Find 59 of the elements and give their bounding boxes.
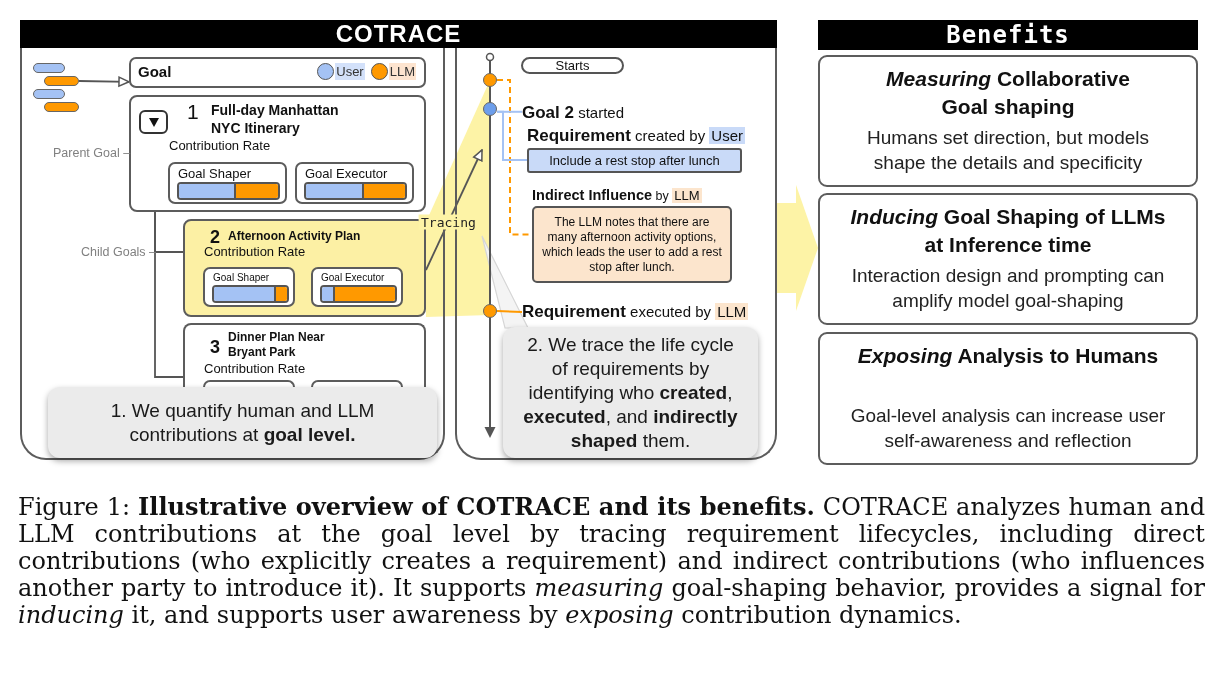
connector [154, 211, 184, 378]
card-text: Goal-level analysis can increase user self-awareness and reflection [849, 404, 1167, 453]
panel [20, 20, 777, 460]
note-box: The LLM notes that there are many afternoon activity options, which leads the user to add a rest stop after lunch. [532, 206, 732, 283]
goal-number: 2 [210, 226, 220, 247]
edge-label: Tracing [419, 214, 478, 230]
block-arrow [777, 184, 818, 311]
goal-title: Full-day Manhattan NYC Itinerary [211, 101, 340, 137]
card-heading: Exposing Analysis to Humans [857, 343, 1159, 369]
event-heading: Requirement created by User [527, 125, 745, 146]
goal-title: Dinner Plan Near Bryant Park [228, 330, 326, 360]
panel-title: COTRACE [335, 20, 462, 48]
legend-label: LLM [388, 63, 416, 80]
connector [496, 310, 523, 313]
message-stack-icon [33, 62, 79, 112]
legend-label: User [335, 63, 365, 80]
card-text: Humans set direction, but models shape the details and specificity [866, 126, 1150, 175]
arrow [78, 76, 130, 87]
rate-panel [168, 162, 287, 204]
event-heading: Indirect Influence by LLM [532, 186, 702, 205]
goal-card [183, 323, 426, 387]
benefit-card [818, 332, 1198, 465]
goal-header-box [129, 57, 426, 88]
rate-heading: Contribution Rate [204, 244, 306, 260]
figure-caption: Figure 1: Illustrative overview of COTRACE and its benefits. COTRACE analyzes human and LLM contributions at the goal level by tracing requirement lifecycles, including direct contributions (who explicitly creates a requirement) and indirect contributions (who influences another party to introduce it). It supports measuring goal-shaping behavior, provides a signal for inducing it, and supports user awareness by exposing contribution dynamics. [18, 493, 1205, 629]
goal-card [129, 95, 426, 212]
rate-panel [203, 267, 295, 307]
side-label: Parent Goal – [53, 145, 131, 161]
callout-box [503, 327, 758, 458]
rate-heading: Contribution Rate [169, 138, 271, 154]
rate-label: Goal Shaper [213, 271, 270, 284]
event-text: Requirement executed by LLM [522, 301, 749, 322]
connector [496, 110, 528, 161]
side-label: Child Goals – [81, 244, 157, 260]
rate-heading: Contribution Rate [204, 361, 306, 377]
rate-panel [311, 380, 403, 387]
panel [818, 20, 1198, 465]
card-heading: Inducing Goal Shaping of LLMs at Inference time [849, 204, 1167, 258]
card-text: Interaction design and prompting can amplify model goal-shaping [850, 264, 1166, 313]
goal-number: 1 [187, 99, 199, 125]
benefit-card [818, 193, 1198, 325]
rate-label: Goal Shaper [178, 165, 251, 182]
goal-title: Afternoon Activity Plan [228, 229, 361, 244]
benefit-card [818, 55, 1198, 187]
start-pill: Starts [521, 57, 624, 74]
callout-text: 1. We quantify human and LLM contributions at goal level. [109, 398, 376, 447]
rate-label: Goal Executor [321, 271, 385, 284]
rate-panel [203, 380, 295, 387]
rate-panel [311, 267, 403, 307]
event-text: Goal 2 started [522, 102, 624, 123]
callout-text: 2. We trace the life cycle of requirements by identifying who created, executed, and indirectly shaped them. [523, 332, 738, 453]
rate-panel [295, 162, 414, 204]
panel-title: Benefits [946, 21, 1070, 49]
requirement-box: Include a rest stop after lunch [527, 148, 742, 173]
goal-number: 3 [210, 336, 220, 358]
rate-label: Goal Executor [305, 165, 388, 182]
card-heading: Measuring Collaborative Goal shaping [885, 66, 1131, 120]
callout-box [48, 387, 437, 458]
goal-header-text: Goal [138, 62, 172, 82]
